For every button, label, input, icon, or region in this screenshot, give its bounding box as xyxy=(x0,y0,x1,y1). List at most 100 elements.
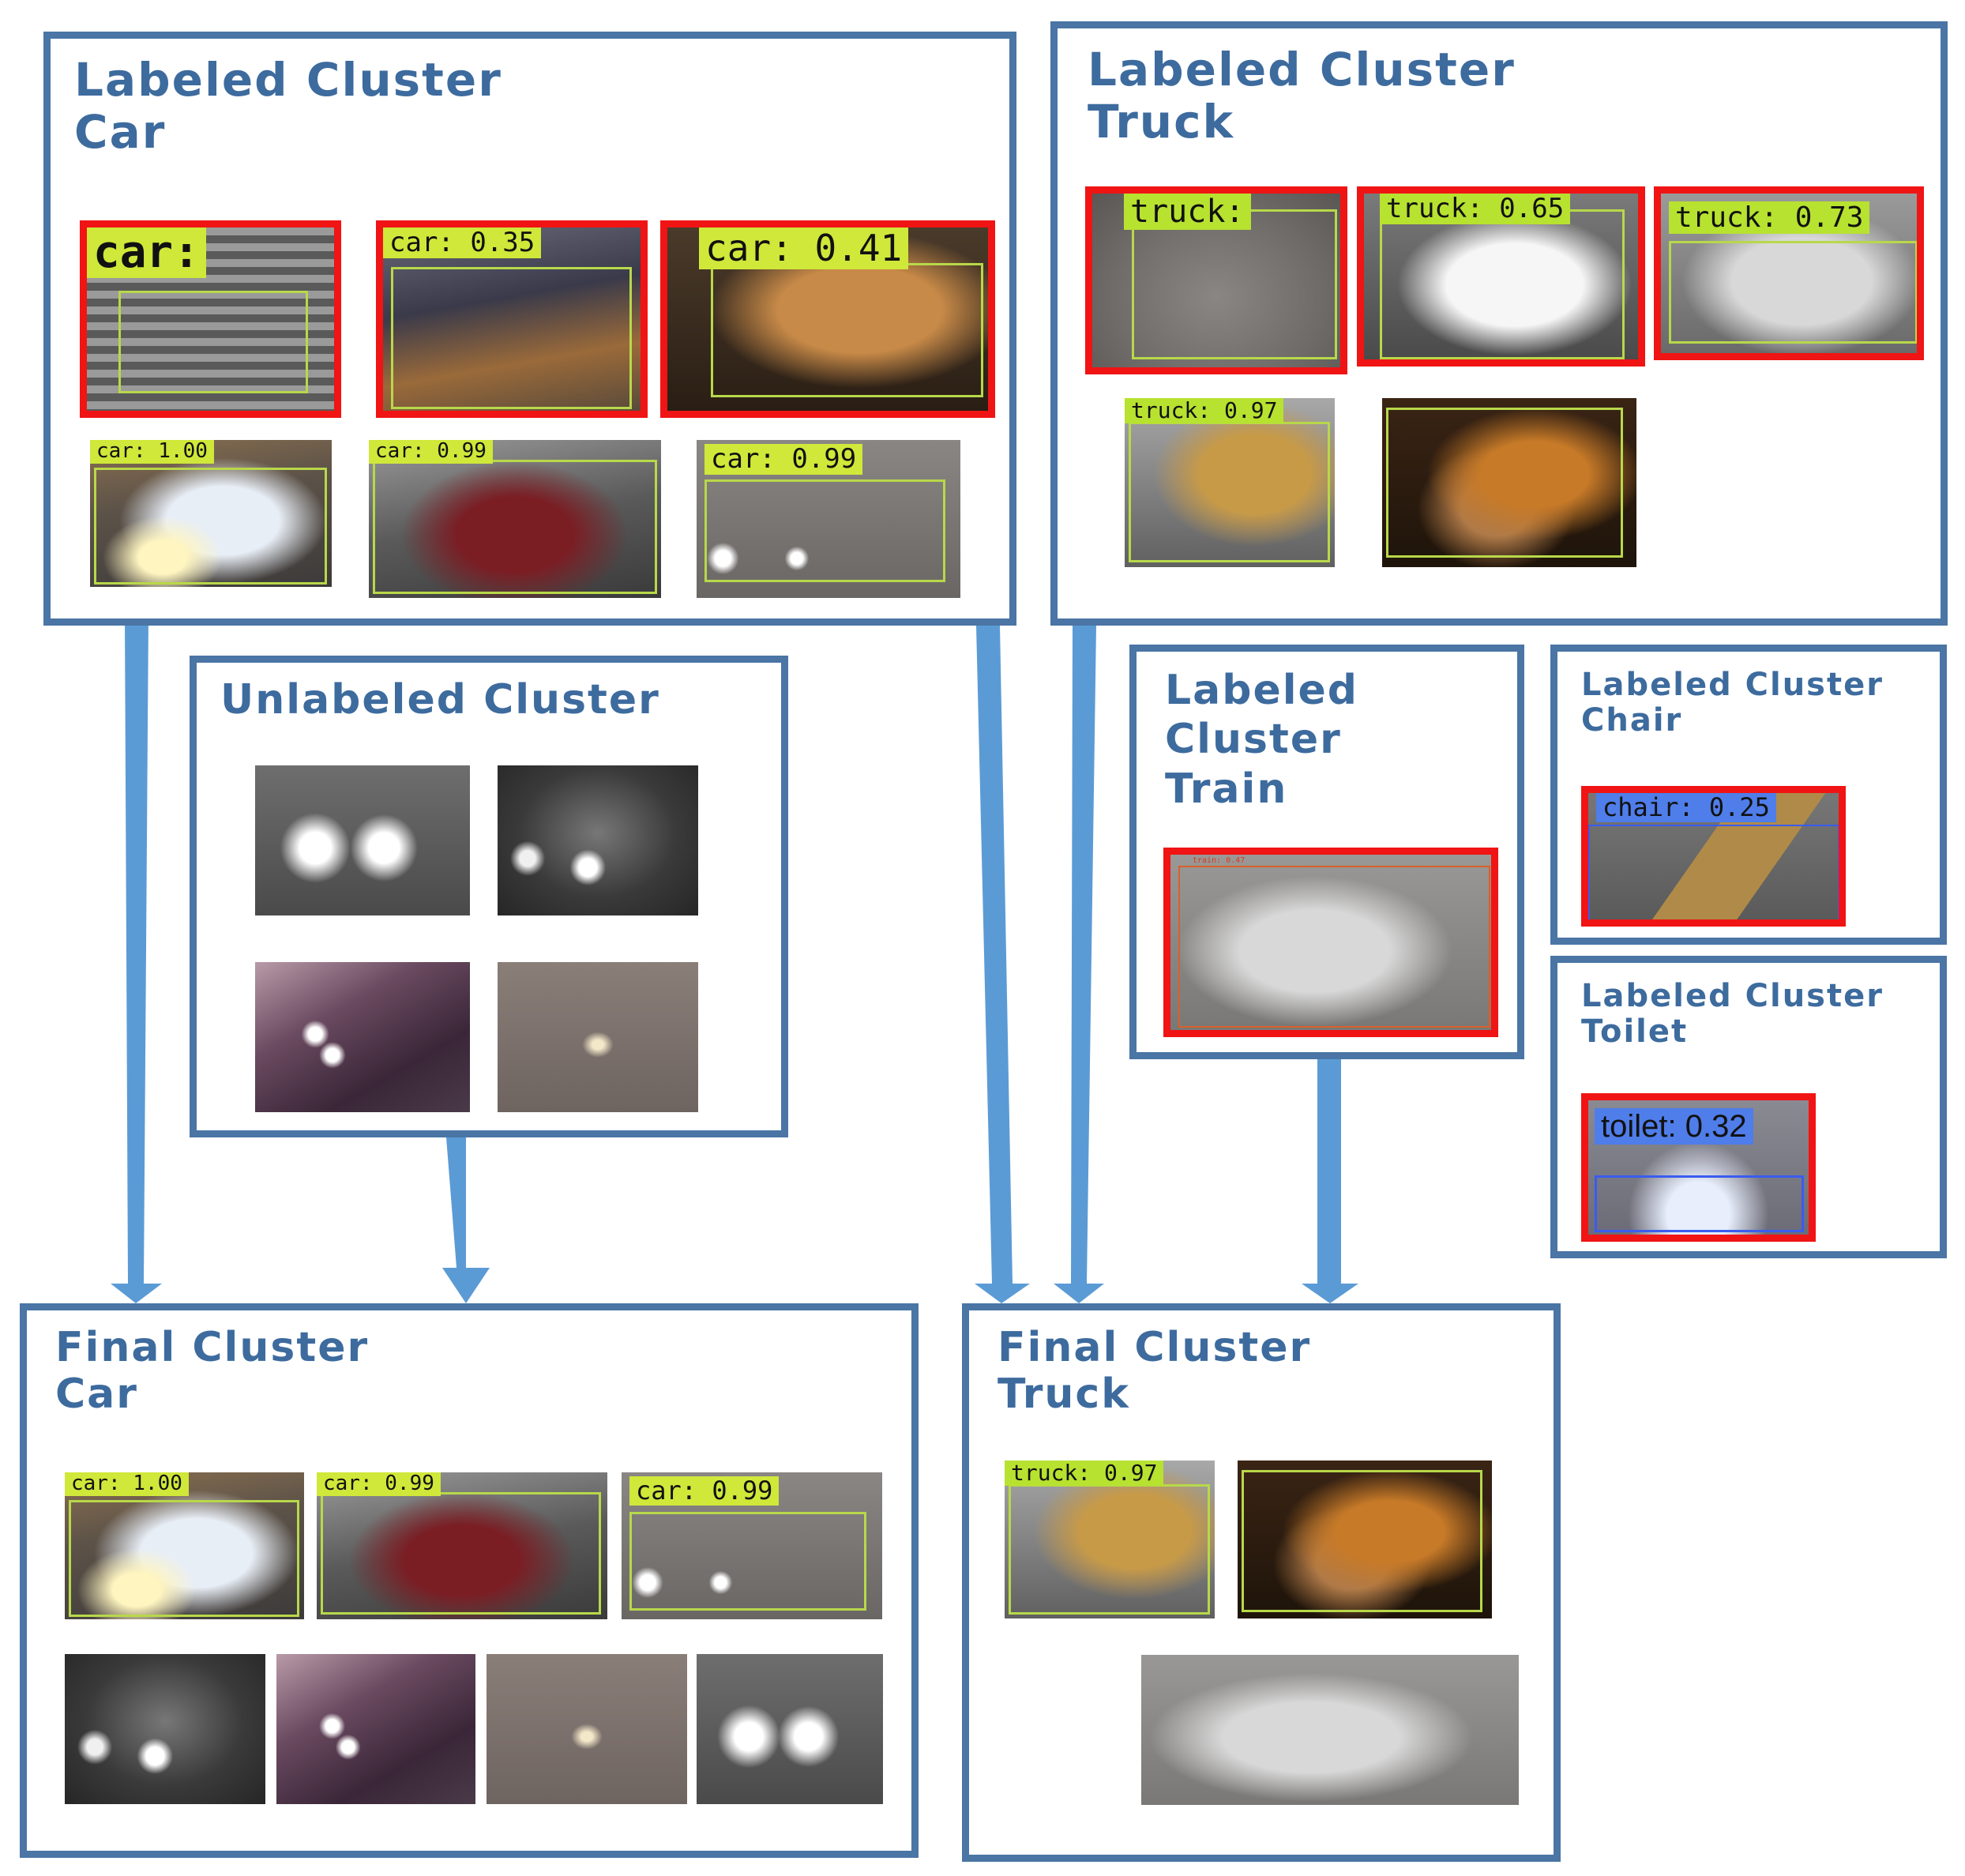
detection-label: car: xyxy=(87,227,206,279)
final-car-thumb-5 xyxy=(276,1654,475,1804)
bounding-box xyxy=(1009,1484,1210,1615)
title-line: Labeled Cluster xyxy=(74,53,502,107)
bounding-box xyxy=(1129,422,1330,562)
title-line: Labeled Cluster xyxy=(1581,978,1884,1014)
detection-label: truck: 0.97 xyxy=(1005,1461,1164,1487)
panel-title: Labeled Cluster Chair xyxy=(1581,667,1884,739)
labeled-cluster-train-panel: Labeled Cluster Train train: 0.47 xyxy=(1129,645,1524,1059)
title-line: Labeled xyxy=(1165,667,1359,714)
final-car-thumb-6 xyxy=(487,1654,687,1804)
truck-thumb-high-2 xyxy=(1382,398,1636,567)
bounding-box xyxy=(1588,825,1839,919)
detection-label: car: 0.99 xyxy=(629,1476,780,1506)
title-line: Toilet xyxy=(1581,1013,1689,1051)
title-line: Final Cluster xyxy=(998,1324,1312,1371)
car-thumb-low-2: car: 0.35 xyxy=(376,220,648,418)
unlabeled-thumb-4 xyxy=(498,962,698,1112)
title-line: Unlabeled Cluster xyxy=(220,676,660,724)
panel-title: Final Cluster Car xyxy=(55,1325,369,1418)
train-thumb-1: train: 0.47 xyxy=(1163,848,1498,1037)
title-line: Labeled Cluster xyxy=(1581,667,1884,703)
labeled-cluster-chair-panel: Labeled Cluster Chair chair: 0.25 xyxy=(1550,645,1947,945)
bounding-box xyxy=(1132,209,1337,359)
unlabeled-thumb-2 xyxy=(498,765,698,915)
final-truck-thumb-1: truck: 0.97 xyxy=(1005,1461,1215,1618)
title-line: Train xyxy=(1165,765,1288,813)
final-car-thumb-4 xyxy=(65,1654,265,1804)
panel-title: Final Cluster Truck xyxy=(998,1325,1311,1418)
detection-label: car: 1.00 xyxy=(65,1472,189,1496)
panel-title: Labeled Cluster Car xyxy=(74,53,502,159)
bounding-box xyxy=(1242,1470,1482,1612)
final-car-thumb-7 xyxy=(697,1654,883,1804)
car-thumb-high-3: car: 0.99 xyxy=(697,440,960,598)
detection-label: car: 0.41 xyxy=(699,227,909,269)
final-car-thumb-1: car: 1.00 xyxy=(65,1472,304,1619)
chair-thumb-1: chair: 0.25 xyxy=(1581,786,1846,927)
arrow-unlabeled-to-final-car xyxy=(442,1137,490,1303)
bounding-box xyxy=(391,267,632,409)
bounding-box xyxy=(629,1512,866,1611)
panel-title: Unlabeled Cluster xyxy=(220,677,660,724)
detection-label: chair: 0.25 xyxy=(1596,793,1776,822)
detection-label: car: 0.99 xyxy=(369,440,493,464)
final-truck-thumb-2 xyxy=(1238,1461,1492,1618)
bounding-box xyxy=(94,468,327,585)
panel-title: Labeled Cluster Train xyxy=(1165,666,1358,814)
labeled-cluster-truck-panel: Labeled Cluster Truck truck: truck: 0.65… xyxy=(1050,21,1948,626)
title-line: Final Cluster xyxy=(55,1324,370,1371)
bounding-box xyxy=(69,1500,299,1617)
detection-label: car: 1.00 xyxy=(90,440,214,464)
title-line: Labeled Cluster xyxy=(1088,43,1516,96)
labeled-cluster-car-panel: Labeled Cluster Car car: car: 0.35 car: … xyxy=(43,32,1016,626)
detection-label: truck: xyxy=(1124,194,1251,230)
final-truck-thumb-3 xyxy=(1141,1655,1519,1805)
car-thumb-low-3: car: 0.41 xyxy=(660,220,995,418)
arrow-car-to-final-car xyxy=(111,616,162,1303)
final-car-thumb-3: car: 0.99 xyxy=(622,1472,882,1619)
detection-label: car: 0.35 xyxy=(383,227,542,259)
title-line: Truck xyxy=(998,1370,1130,1418)
bounding-box xyxy=(1595,1175,1804,1232)
unlabeled-thumb-3 xyxy=(255,962,470,1112)
title-line: Cluster xyxy=(1165,716,1342,764)
detection-label: toilet: 0.32 xyxy=(1595,1108,1753,1145)
toilet-thumb-1: toilet: 0.32 xyxy=(1581,1093,1816,1242)
truck-thumb-low-1: truck: xyxy=(1085,186,1347,374)
detection-label: car: 0.99 xyxy=(317,1472,441,1496)
bounding-box xyxy=(1669,241,1917,344)
car-thumb-low-1: car: xyxy=(80,220,341,418)
detection-label: truck: 0.65 xyxy=(1380,194,1571,225)
bounding-box xyxy=(373,460,657,594)
final-cluster-car-panel: Final Cluster Car car: 1.00 car: 0.99 ca… xyxy=(20,1303,919,1858)
truck-thumb-high-1: truck: 0.97 xyxy=(1125,398,1335,567)
detection-label: truck: 0.97 xyxy=(1125,398,1284,424)
bounding-box xyxy=(704,479,945,582)
detection-label: train: 0.47 xyxy=(1193,856,1246,865)
panel-title: Labeled Cluster Truck xyxy=(1088,43,1516,149)
car-thumb-high-2: car: 0.99 xyxy=(369,440,661,598)
bounding-box xyxy=(1380,209,1625,359)
bounding-box xyxy=(321,1492,601,1615)
final-car-thumb-2: car: 0.99 xyxy=(317,1472,607,1619)
title-line: Chair xyxy=(1581,702,1683,739)
panel-title: Labeled Cluster Toilet xyxy=(1581,978,1884,1051)
arrow-car-to-final-truck xyxy=(975,626,1030,1303)
detection-label: truck: 0.73 xyxy=(1669,201,1870,235)
bounding-box xyxy=(711,263,983,397)
title-line: Truck xyxy=(1088,94,1235,149)
bounding-box xyxy=(1178,866,1490,1028)
truck-thumb-low-3: truck: 0.73 xyxy=(1654,186,1924,360)
arrow-train-to-final-truck xyxy=(1302,1051,1358,1303)
labeled-cluster-toilet-panel: Labeled Cluster Toilet toilet: 0.32 xyxy=(1550,956,1947,1258)
detection-label: car: 0.99 xyxy=(704,443,863,476)
bounding-box xyxy=(1386,408,1623,558)
unlabeled-cluster-panel: Unlabeled Cluster xyxy=(190,656,788,1137)
unlabeled-thumb-1 xyxy=(255,765,470,915)
car-thumb-high-1: car: 1.00 xyxy=(90,440,332,587)
truck-thumb-low-2: truck: 0.65 xyxy=(1357,186,1645,367)
bounding-box xyxy=(118,291,308,393)
final-cluster-truck-panel: Final Cluster Truck truck: 0.97 xyxy=(962,1303,1561,1862)
title-line: Car xyxy=(74,104,167,159)
